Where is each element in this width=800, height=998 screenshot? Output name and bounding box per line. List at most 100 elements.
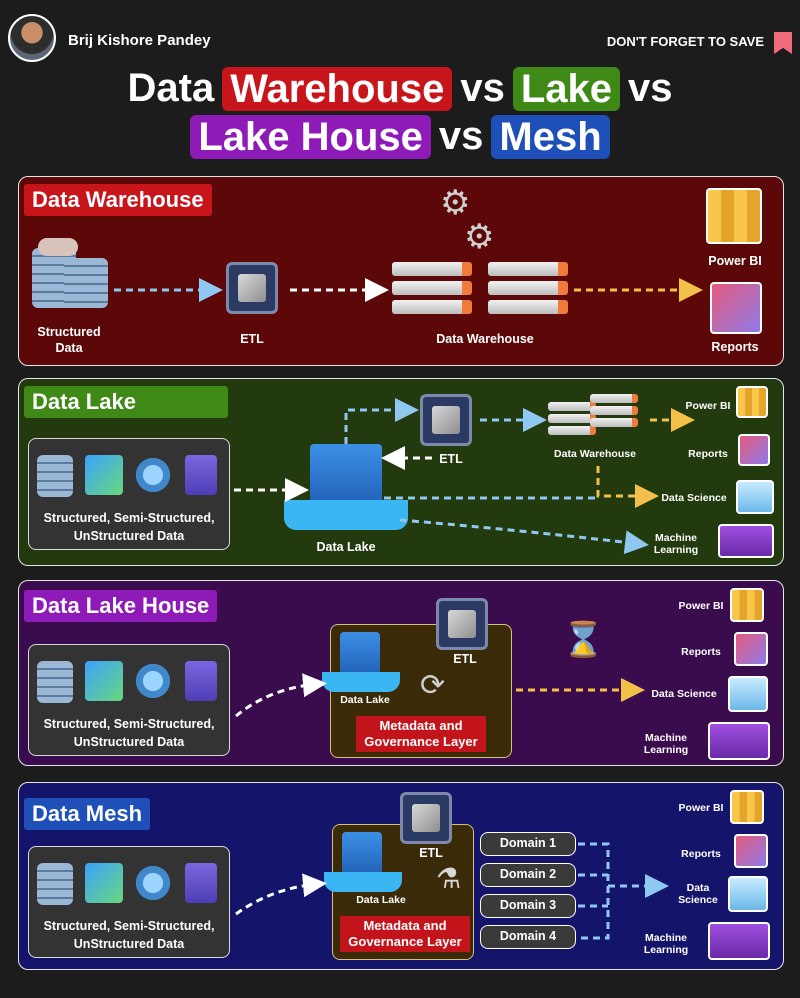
etl-label: ETL <box>439 452 463 466</box>
power-bi-icon <box>730 588 764 622</box>
reports-icon <box>710 282 762 334</box>
cycle-icon: ⟳ <box>420 669 446 702</box>
save-reminder: DON'T FORGET TO SAVE <box>606 34 764 49</box>
document-icon <box>185 863 217 903</box>
database-icon <box>37 455 73 497</box>
warehouse-tag: Data Warehouse <box>24 184 212 216</box>
lake-wave <box>322 672 400 692</box>
power-bi-label: Power BI <box>685 400 731 412</box>
document-icon <box>185 661 217 701</box>
title-word: Data <box>127 66 215 110</box>
arrow <box>578 842 660 940</box>
title-highlight: Mesh <box>491 114 610 159</box>
database-icon <box>37 661 73 703</box>
gears-icon: ⚙⚙ <box>440 184 495 256</box>
server-rack-icon <box>392 262 472 326</box>
reports-label: Reports <box>681 646 721 658</box>
sources-label: Structured, Semi-Structured,UnStructured… <box>43 511 215 543</box>
flask-icon: ⚗ <box>436 863 462 894</box>
arrow <box>596 466 659 508</box>
title-highlight: Lake <box>512 66 620 111</box>
lake-wave <box>324 872 402 892</box>
power-bi-label: Power BI <box>678 802 724 814</box>
arrow <box>235 673 327 718</box>
reports-label: Reports <box>681 848 721 860</box>
lakehouse-tag: Data Lake House <box>24 590 218 622</box>
domain-2: Domain 2 <box>480 863 576 887</box>
arrow <box>235 873 327 916</box>
reports-icon <box>734 834 768 868</box>
audio-icon <box>133 455 173 495</box>
data-lake-icon <box>310 444 382 504</box>
image-icon <box>85 661 123 701</box>
power-bi-icon <box>736 386 768 418</box>
data-science-icon <box>728 676 768 712</box>
arrow <box>399 518 649 555</box>
data-lake-icon <box>340 632 380 674</box>
sources-box: Structured, Semi-Structured,UnStructured… <box>28 438 230 550</box>
reports-label: Reports <box>688 448 728 460</box>
data-lake-label: Data Lake <box>340 694 390 706</box>
sources-box: Structured, Semi-Structured,UnStructured… <box>28 644 230 756</box>
structured-db-icon <box>32 238 108 310</box>
data-science-label: Data Science <box>651 688 717 700</box>
image-icon <box>85 455 123 495</box>
audio-icon <box>133 661 173 701</box>
machine-learning-icon <box>718 524 774 558</box>
machine-learning-icon <box>708 722 770 760</box>
mesh-tag: Data Mesh <box>24 798 151 830</box>
etl-chip-icon <box>420 394 472 446</box>
data-science-label: Data Science <box>661 492 727 504</box>
data-lake-icon <box>342 832 382 874</box>
etl-chip-icon <box>400 792 452 844</box>
etl-label: ETL <box>453 652 477 666</box>
data-science-icon <box>736 480 774 514</box>
domain-3: Domain 3 <box>480 894 576 918</box>
hourglass-icon: ⌛ <box>562 621 605 659</box>
author-avatar <box>8 14 56 62</box>
server-rack-icon <box>488 262 568 326</box>
power-bi-label: Power BI <box>678 600 724 612</box>
data-warehouse-label: Data Warehouse <box>554 448 636 460</box>
sources-box: Structured, Semi-Structured,UnStructured… <box>28 846 230 958</box>
server-rack-icon <box>590 394 638 438</box>
title-highlight: Lake House <box>190 114 431 159</box>
reports-label: Reports <box>711 340 759 354</box>
title-word: vs <box>628 66 673 110</box>
data-lake-label: Data Lake <box>316 540 376 554</box>
data-warehouse-label: Data Warehouse <box>436 332 534 346</box>
title-word: vs <box>460 66 505 110</box>
lake-tag: Data Lake <box>24 386 228 418</box>
machine-learning-icon <box>708 922 770 960</box>
data-science-icon <box>728 876 768 912</box>
domain-1: Domain 1 <box>480 832 576 856</box>
database-icon <box>37 863 73 905</box>
etl-chip-icon <box>436 598 488 650</box>
reports-icon <box>738 434 770 466</box>
data-lake-label: Data Lake <box>356 894 406 906</box>
arrow <box>344 398 419 444</box>
reports-icon <box>734 632 768 666</box>
power-bi-label: Power BI <box>708 254 762 268</box>
sources-label: Structured, Semi-Structured,UnStructured… <box>43 717 215 749</box>
power-bi-icon <box>730 790 764 824</box>
document-icon <box>185 455 217 495</box>
lake-wave <box>284 500 408 530</box>
domain-4: Domain 4 <box>480 925 576 949</box>
image-icon <box>85 863 123 903</box>
bookmark-icon[interactable] <box>774 32 792 54</box>
etl-label: ETL <box>240 332 264 346</box>
sources-label: Structured, Semi-Structured,UnStructured… <box>43 919 215 951</box>
title-word: vs <box>438 114 484 158</box>
etl-chip-icon <box>226 262 278 314</box>
